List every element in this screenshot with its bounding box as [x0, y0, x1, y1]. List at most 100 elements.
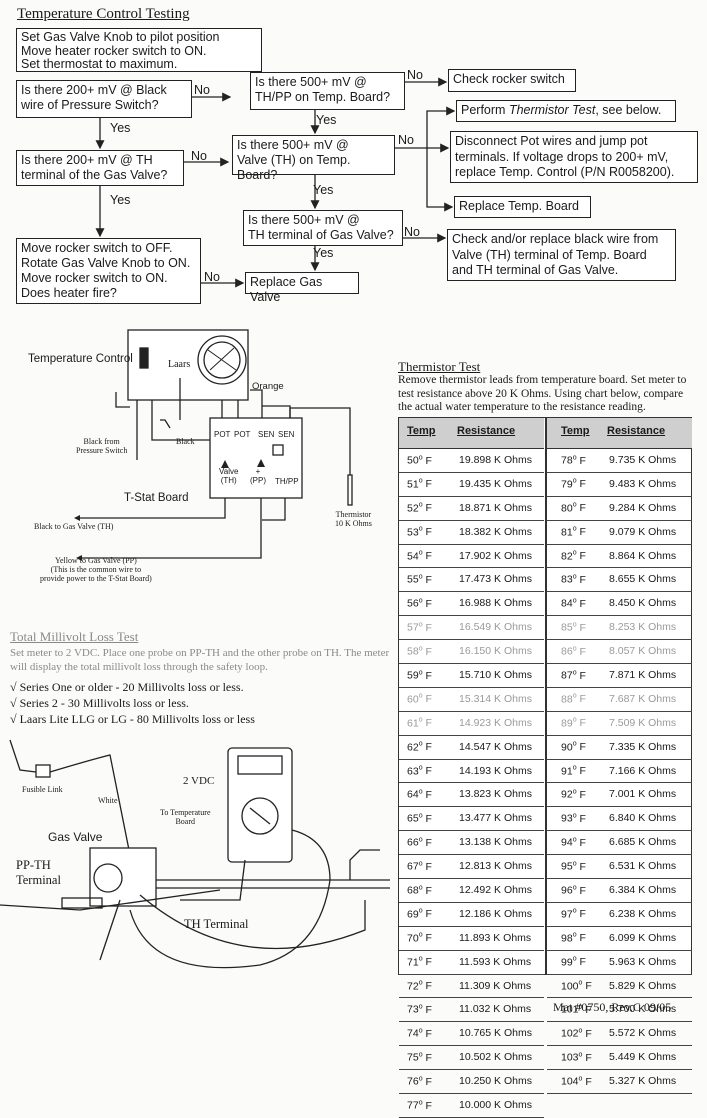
degree-f-unit: o F: [418, 836, 432, 849]
table-row: 70o F 11.893 K Ohms: [399, 927, 544, 951]
degree-f-unit: o F: [572, 907, 586, 921]
no-label: No: [398, 133, 414, 147]
wiring-diagram: [74, 329, 353, 561]
temp-cell: 62o F: [407, 740, 432, 754]
resistance-cell: 10.000 K Ohms: [459, 1099, 532, 1112]
degree-f-unit: o F: [418, 1027, 432, 1040]
resistance-cell: 12.492 K Ohms: [459, 884, 532, 897]
pot-label-2: POT: [234, 430, 251, 439]
resistance-cell: 11.893 K Ohms: [459, 931, 532, 944]
resistance-cell: 6.238 K Ohms: [609, 907, 677, 920]
temp-cell: 102o F: [561, 1027, 592, 1040]
resistance-cell: 7.871 K Ohms: [609, 669, 677, 682]
table-row: 52o F 18.871 K Ohms: [399, 497, 544, 521]
black-from-ps-label: Black from Pressure Switch: [76, 437, 128, 455]
degree-f-unit: o F: [572, 549, 586, 563]
resistance-cell: 19.898 K Ohms: [459, 454, 532, 466]
sen-label-2: SEN: [278, 430, 295, 439]
temp-cell: 104o F: [561, 1075, 592, 1088]
temp-cell: 90o F: [561, 740, 586, 754]
temp-cell: 52o F: [407, 501, 432, 515]
temp-cell: 70o F: [407, 931, 432, 945]
temp-cell: 103o F: [561, 1051, 592, 1064]
no-label: No: [407, 68, 423, 82]
degree-f-unit: o F: [418, 931, 432, 945]
temp-cell: 68o F: [407, 884, 432, 897]
temp-cell: 67o F: [407, 860, 432, 873]
resistance-cell: 10.502 K Ohms: [459, 1051, 532, 1064]
degree-f-unit: o F: [418, 477, 432, 491]
degree-f-unit: o F: [418, 1003, 432, 1016]
temp-cell: 84o F: [561, 597, 586, 610]
degree-f-unit: o F: [418, 645, 432, 658]
degree-f-unit: o F: [418, 884, 432, 897]
temp-cell: 95o F: [561, 860, 586, 873]
degree-f-unit: o F: [572, 836, 586, 849]
degree-f-unit: o F: [572, 884, 586, 897]
resistance-cell: 9.284 K Ohms: [609, 501, 677, 514]
tstat-board-label: T-Stat Board: [124, 492, 189, 504]
temp-cell: 65o F: [407, 812, 432, 825]
resistance-cell: 8.655 K Ohms: [609, 573, 677, 586]
column-divider: [545, 418, 547, 974]
degree-f-unit: o F: [418, 1051, 432, 1064]
temp-cell: 55o F: [407, 573, 432, 586]
plus-pp-label: + (PP): [250, 467, 266, 485]
table-header: Temp Resistance: [399, 418, 544, 449]
resistance-cell: 11.309 K Ohms: [459, 979, 532, 992]
degree-f-unit: o F: [418, 621, 432, 634]
temp-cell: 83o F: [561, 573, 586, 586]
temp-cell: 82o F: [561, 549, 586, 563]
question-black-wire-box: Is there 200+ mV @ Black wire of Pressur…: [16, 80, 192, 118]
temp-cell: 53o F: [407, 525, 432, 539]
start-box: Set Gas Valve Knob to pilot position Mov…: [16, 28, 262, 72]
resistance-cell: 11.593 K Ohms: [459, 955, 532, 968]
temp-control-label: Temperature Control: [28, 353, 133, 365]
gas-valve-label: Gas Valve: [48, 830, 103, 844]
black-label: Black: [176, 437, 195, 446]
resistance-cell: 7.166 K Ohms: [609, 764, 677, 777]
degree-f-unit: o F: [418, 454, 432, 467]
resistance-cell: 14.193 K Ohms: [459, 764, 532, 777]
pp-th-terminal-label: PP-TH Terminal: [16, 858, 61, 887]
resistance-cell: 16.549 K Ohms: [459, 621, 532, 634]
temp-cell: 96o F: [561, 884, 586, 897]
disconnect-pot-box: Disconnect Pot wires and jump pot termin…: [450, 131, 698, 183]
degree-f-unit: o F: [418, 907, 432, 921]
temp-cell: 51o F: [407, 477, 432, 491]
degree-f-unit: o F: [572, 692, 586, 706]
perform-text: Perform: [461, 103, 509, 117]
resistance-cell: 5.829 K Ohms: [609, 979, 677, 992]
yes-label: Yes: [110, 121, 131, 135]
fusible-link-label: Fusible Link: [22, 785, 63, 794]
temp-cell: 86o F: [561, 645, 586, 658]
resistance-cell: 18.871 K Ohms: [459, 501, 532, 514]
thermistor-test-link-text: Thermistor Test: [508, 103, 596, 117]
degree-f-unit: o F: [572, 525, 586, 539]
resistance-cell: 9.735 K Ohms: [609, 454, 677, 466]
resistance-cell: 16.988 K Ohms: [459, 597, 532, 610]
temp-header: Temp: [407, 425, 436, 437]
temp-cell: 61o F: [407, 716, 432, 730]
